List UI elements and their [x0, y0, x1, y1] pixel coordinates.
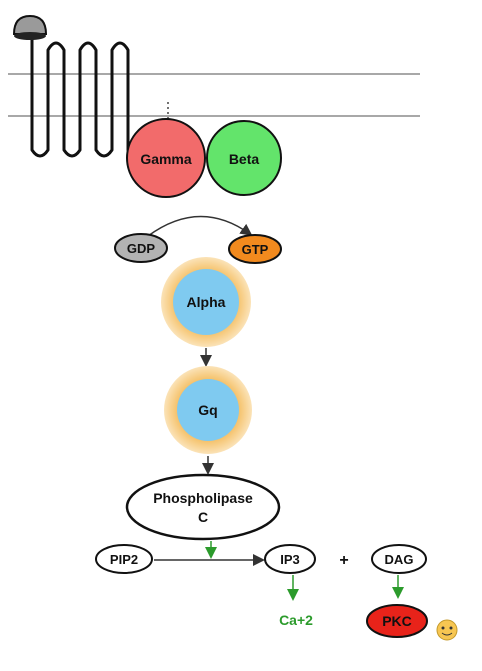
alpha-core — [173, 269, 239, 335]
beta-subunit — [206, 120, 282, 196]
phospholipase-label-line1: Phospholipase — [153, 490, 253, 506]
pip2-oval — [95, 544, 153, 574]
gtp-oval — [228, 234, 282, 264]
gamma-subunit — [126, 118, 206, 198]
ip3-label: IP3 — [280, 552, 300, 567]
gdp-oval — [114, 233, 168, 263]
gamma-label: Gamma — [140, 151, 192, 167]
gq-label: Gq — [198, 402, 217, 418]
beta-label: Beta — [229, 151, 260, 167]
dag-label: DAG — [385, 552, 414, 567]
gq-core — [177, 379, 239, 441]
ip3-oval — [264, 544, 316, 574]
gdp-label: GDP — [127, 241, 156, 256]
calcium-label: Ca+2 — [279, 612, 313, 628]
phospholipase-label-line2: C — [198, 509, 208, 525]
face-emoji-icon — [436, 619, 458, 641]
exchange-arrow — [147, 215, 253, 237]
pkc-oval — [366, 604, 428, 638]
ligand-base-icon — [14, 32, 46, 40]
dag-oval — [371, 544, 427, 574]
ligand-icon — [12, 14, 48, 35]
gtp-label: GTP — [242, 242, 269, 257]
pkc-label: PKC — [382, 613, 412, 629]
gpcr-receptor — [30, 40, 142, 158]
pip2-label: PIP2 — [110, 552, 138, 567]
phospholipase-c-oval — [125, 473, 281, 541]
alpha-label: Alpha — [187, 294, 226, 310]
plus-sign: + — [339, 552, 348, 569]
